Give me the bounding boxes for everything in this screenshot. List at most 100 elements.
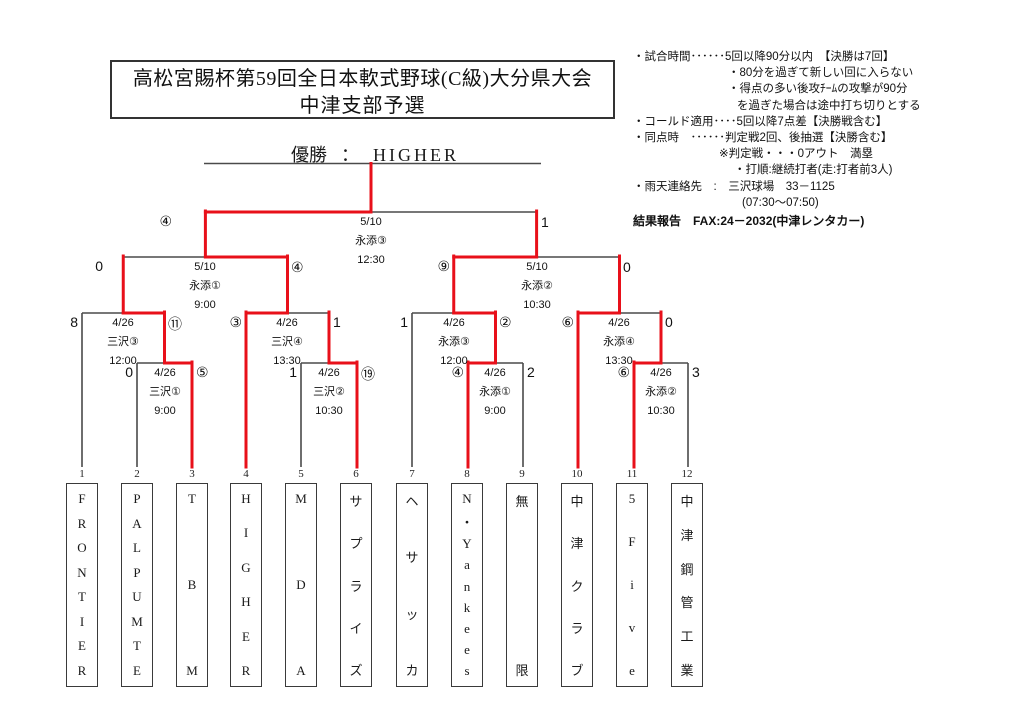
team-name-char: ヘ — [405, 494, 419, 509]
team-seed-5: 5 — [298, 468, 304, 480]
team-name-char: 津 — [570, 536, 584, 552]
champion-name: HIGHER — [373, 145, 459, 165]
winner-paths — [121, 162, 663, 469]
final-score-right: 1 — [541, 214, 549, 230]
team-name-char: T — [133, 638, 141, 654]
team-name-char: e — [629, 663, 635, 678]
champion-label: 優勝 — [291, 145, 327, 165]
team-name-char: 限 — [515, 663, 529, 678]
team-name-char: ラ — [570, 620, 584, 636]
team-name-char: サ — [405, 550, 419, 566]
qf1-score-left: 8 — [70, 314, 78, 330]
team-name-char: s — [464, 663, 470, 678]
team-name-char: M — [131, 613, 143, 629]
team-name-char: A — [296, 663, 306, 678]
team-seed-11: 11 — [626, 468, 638, 480]
team-name-char: Y — [462, 536, 472, 552]
final-venue: 永添③ — [355, 235, 387, 247]
title-line1: 高松宮賜杯第59回全日本軟式野球(C級)大分県大会 — [132, 68, 593, 90]
team-name-char: 鋼 — [680, 561, 694, 577]
team-name-char: 中 — [570, 494, 584, 509]
qf4-score-left: ⑥ — [561, 314, 574, 330]
team-name-char: H — [241, 594, 251, 610]
team-seed-7: 7 — [409, 468, 415, 480]
rule-line: ・試合時間･･････5回以降90分以内 【決勝は7回】 — [633, 51, 895, 63]
qf3-score-left: 1 — [400, 314, 408, 330]
sf2-score-right: 0 — [623, 259, 631, 275]
team-box-hesakka: ヘサッカ — [396, 483, 428, 687]
sf2-time: 10:30 — [523, 299, 551, 311]
team-seed-4: 4 — [243, 468, 249, 480]
team-name-char: e — [464, 620, 470, 636]
r1-23-info: 4/26 三沢① 9:00 — [120, 364, 210, 421]
team-name-char: U — [132, 589, 142, 605]
sf1-info: 5/10 永添① 9:00 — [160, 258, 250, 315]
team-name-char: N — [77, 564, 87, 580]
r1-1112-score-right: 3 — [692, 364, 700, 380]
team-name-char: B — [187, 577, 197, 592]
team-name-char: 管 — [680, 595, 694, 611]
sf2-date: 5/10 — [526, 261, 548, 273]
team-name-char: i — [630, 577, 634, 592]
team-name-char: M — [295, 491, 307, 506]
qf1-date: 4/26 — [112, 317, 134, 329]
champion-row: 優勝 ： HIGHER — [210, 141, 540, 167]
r1-23-venue: 三沢① — [149, 386, 181, 398]
team-name-char: 業 — [680, 662, 694, 678]
qf2-score-right: 1 — [333, 314, 341, 330]
r1-23-date: 4/26 — [154, 367, 176, 379]
qf4-venue: 永添④ — [603, 336, 635, 348]
r1-1112-date: 4/26 — [650, 367, 672, 379]
title-line2: 中津支部予選 — [299, 95, 426, 117]
qf4-time: 13:30 — [605, 355, 633, 367]
r1-89-date: 4/26 — [484, 367, 506, 379]
team-seed-1: 1 — [79, 468, 85, 480]
team-name-char: サ — [349, 494, 363, 509]
team-name-char: D — [296, 577, 306, 592]
team-seed-6: 6 — [353, 468, 359, 480]
team-name-char: N — [462, 491, 472, 506]
sf1-score-right: ④ — [291, 259, 304, 275]
team-name-char: v — [628, 620, 636, 635]
team-box-mugen: 無限 — [506, 483, 538, 687]
team-name-char: e — [464, 641, 470, 657]
qf2-time: 13:30 — [273, 355, 301, 367]
team-name-char: P — [133, 564, 141, 580]
final-info: 5/10 永添③ 12:30 — [326, 213, 416, 270]
team-name-char: R — [77, 662, 87, 678]
team-name-char: M — [186, 663, 198, 678]
qf1-score-right: ⑪ — [168, 316, 182, 332]
r1-89-info: 4/26 永添① 9:00 — [450, 364, 540, 421]
r1-56-info: 4/26 三沢② 10:30 — [284, 364, 374, 421]
qf2-info: 4/26 三沢④ 13:30 — [242, 314, 332, 371]
team-box-nakatsu-koukan: 中津鋼管工業 — [671, 483, 703, 687]
team-name-char: P — [133, 491, 141, 506]
team-box-mda: M D A — [285, 483, 317, 687]
final-score-left: ④ — [159, 213, 172, 229]
team-seed-3: 3 — [189, 468, 195, 480]
champion-separator: ： — [341, 145, 359, 165]
team-seed-12: 12 — [681, 468, 693, 480]
team-name-char: I — [243, 525, 249, 541]
qf1-info: 4/26 三沢③ 12:00 — [78, 314, 168, 371]
rule-line: ・コールド適用････5回以降7点差【決勝戦含む】 — [633, 115, 888, 128]
qf2-venue: 三沢④ — [271, 336, 303, 348]
team-name-char: n — [463, 578, 471, 594]
rule-line: (07:30～07:50) — [742, 196, 819, 209]
sf1-time: 9:00 — [194, 299, 216, 311]
sf2-score-left: ⑨ — [437, 258, 450, 274]
team-name-char: ッ — [405, 606, 419, 622]
rule-line: ・雨天連絡先 : 三沢球場 33－1125 — [633, 180, 835, 193]
team-name-char: 工 — [680, 629, 694, 645]
team-name-char: F — [628, 534, 636, 549]
team-seed-8: 8 — [464, 468, 470, 480]
team-name-char: G — [241, 559, 251, 575]
